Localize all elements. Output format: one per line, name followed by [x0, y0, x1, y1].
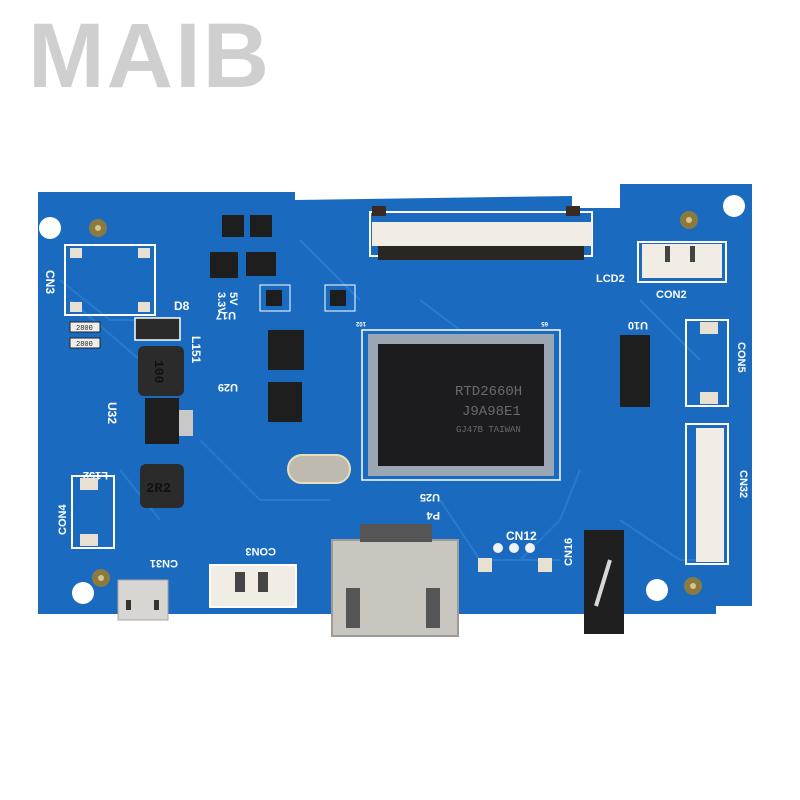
svg-text:P4: P4 — [426, 509, 440, 521]
svg-text:102: 102 — [355, 320, 366, 326]
watermark-text: MAIB — [28, 5, 272, 107]
ic-u29 — [268, 382, 302, 422]
svg-text:RTD2660H: RTD2660H — [455, 384, 522, 400]
cn3-outline — [64, 244, 156, 316]
inductor-l151 — [138, 346, 184, 396]
svg-text:2800: 2800 — [76, 325, 93, 333]
ic-sot23 — [222, 215, 244, 237]
svg-text:U17: U17 — [216, 309, 236, 321]
svg-text:CN32: CN32 — [737, 470, 749, 498]
micro-usb-cn31 — [117, 579, 169, 621]
svg-text:CN16: CN16 — [563, 538, 575, 566]
ic-sot23 — [210, 252, 238, 278]
svg-text:CON2: CON2 — [656, 289, 687, 301]
crystal-oscillator — [287, 454, 351, 484]
svg-text:2800: 2800 — [76, 341, 93, 349]
cn32-connector — [696, 428, 724, 562]
svg-text:U29: U29 — [218, 381, 238, 393]
svg-text:GJ47B TAIWAN: GJ47B TAIWAN — [456, 425, 521, 435]
svg-text:U25: U25 — [420, 491, 440, 503]
svg-text:3.3V: 3.3V — [215, 292, 227, 315]
mounting-hole — [72, 582, 94, 604]
svg-text:2R2: 2R2 — [146, 481, 171, 497]
svg-text:CON5: CON5 — [735, 342, 747, 373]
ic-sot23 — [246, 252, 276, 276]
svg-text:65: 65 — [541, 320, 548, 326]
mounting-hole — [723, 195, 745, 217]
inductor-l152 — [140, 464, 184, 508]
label-cn3: CN3 — [43, 270, 57, 294]
svg-text:CN31: CN31 — [150, 557, 178, 569]
ic-sot23 — [250, 215, 272, 237]
main-chip-outline — [361, 329, 561, 481]
svg-text:CN12: CN12 — [506, 529, 537, 543]
main-chip-rtd2660h — [378, 344, 544, 466]
con4-outline — [71, 475, 115, 549]
ic-u10 — [620, 335, 650, 407]
resistor — [69, 321, 101, 333]
mounting-hole — [39, 217, 61, 239]
svg-text:100: 100 — [151, 360, 166, 384]
ic-u17 — [268, 330, 304, 370]
svg-text:U10: U10 — [628, 319, 648, 331]
svg-text:CON3: CON3 — [245, 545, 276, 557]
svg-text:5V: 5V — [227, 292, 239, 306]
regulator-u32 — [145, 398, 179, 444]
svg-text:L151: L151 — [189, 336, 203, 364]
svg-text:J9A98E1: J9A98E1 — [462, 404, 521, 420]
con2-connector — [637, 241, 727, 283]
con5-outline — [685, 319, 729, 407]
diode-d8 — [134, 317, 181, 341]
svg-text:D8: D8 — [174, 299, 190, 313]
mounting-hole — [646, 579, 668, 601]
svg-text:CON4: CON4 — [57, 504, 69, 535]
svg-text:LCD2: LCD2 — [596, 273, 625, 285]
con3-connector — [209, 564, 297, 608]
svg-text:U32: U32 — [105, 402, 119, 424]
cn32-outline — [685, 423, 729, 565]
resistor — [69, 337, 101, 349]
